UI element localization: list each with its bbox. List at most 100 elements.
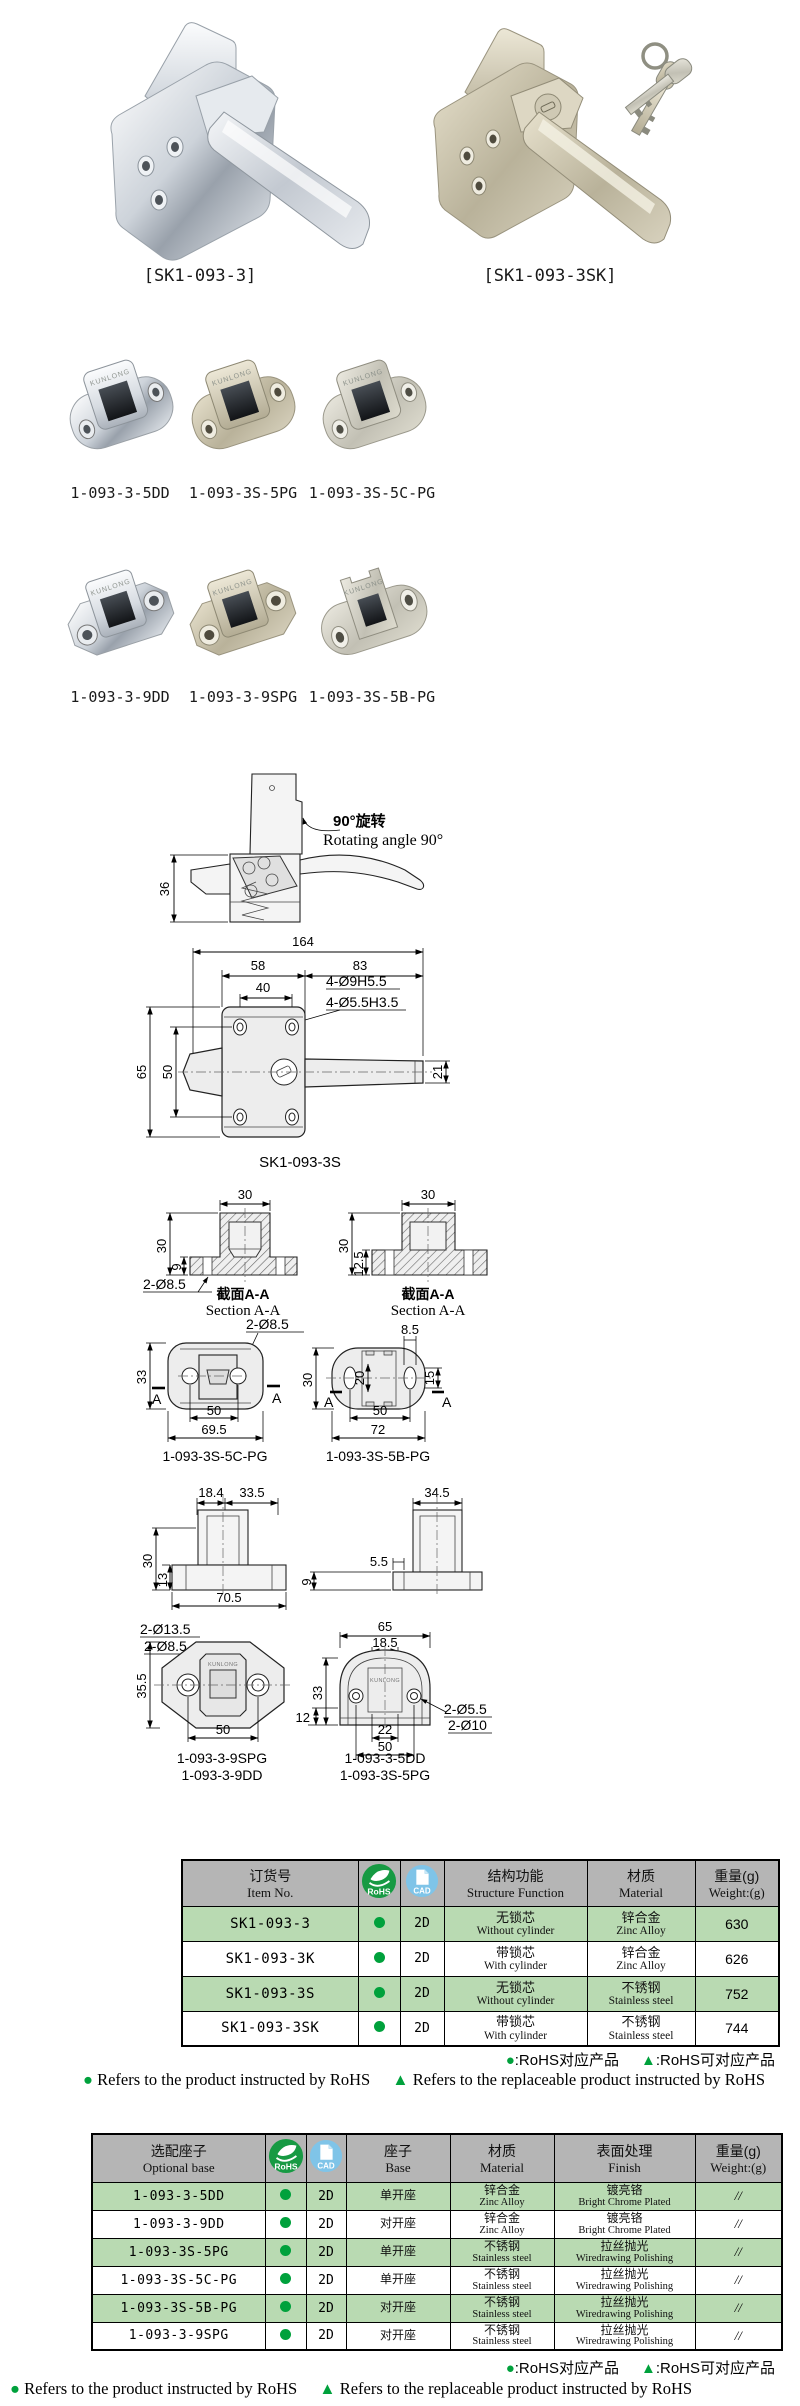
sec1-dim-9: 9: [169, 1263, 184, 1270]
d2-dim-30: 30: [300, 1373, 315, 1387]
col-cad: CAD: [399, 1859, 445, 1907]
rohs-legend-en-2: ● Refers to the product instructed by Ro…: [10, 2379, 693, 2398]
cell-rohs: [357, 2010, 401, 2047]
cell-base-type: 单开座: [345, 2181, 451, 2211]
drawing-side-5c: 18.4 33.5 30 13 70.5: [140, 1485, 287, 1610]
f1-label-2: 1-093-3-9DD: [182, 1767, 263, 1783]
latch-with-keys-illustration: [433, 28, 693, 244]
d2-mark-a-left: A: [324, 1394, 334, 1410]
product-label-sk1-093-3sk: [SK1-093-3SK]: [483, 266, 617, 286]
cell-cad: 2D: [305, 2209, 347, 2239]
d1-dim-69.5: 69.5: [201, 1422, 226, 1437]
cell-weight: //: [694, 2237, 783, 2267]
e1-dim-13: 13: [155, 1573, 170, 1587]
rohs-icon: RoHS: [268, 2138, 303, 2173]
base-label-3s-5c-pg: 1-093-3S-5C-PG: [308, 484, 436, 502]
d1-dim-50: 50: [207, 1403, 221, 1418]
sec1-holes-callout: 2-Ø8.5: [143, 1276, 186, 1292]
callout-4-o5.5h3.5: 4-Ø5.5H3.5: [326, 994, 399, 1010]
base-label-3s-5b-pg: 1-093-3S-5B-PG: [308, 688, 436, 706]
rohs-dot: [373, 1951, 385, 1963]
f2-label-2: 1-093-3S-5PG: [340, 1767, 430, 1783]
cell-weight: //: [694, 2209, 783, 2239]
e1-dim-18.4: 18.4: [198, 1485, 223, 1500]
latch-illustration: [110, 22, 370, 261]
base-photo-9spg: KUNLONG: [189, 569, 297, 656]
dim-65: 65: [134, 1065, 149, 1079]
drawing-base-3s-5c-pg: 2-Ø8.5 33 A A 50 69.5 1-093-3S-5C-PG: [134, 1316, 304, 1464]
cell-base-type: 对开座: [345, 2209, 451, 2239]
dim-21: 21: [430, 1065, 445, 1079]
f2-dim-18.5: 18.5: [372, 1635, 397, 1650]
base-photo-3s-5pg: KUNLONG: [191, 359, 296, 450]
cad-icon: CAD: [309, 2139, 343, 2172]
f2-dim-12: 12: [296, 1710, 310, 1725]
cell-item: SK1-093-3: [181, 1905, 359, 1942]
section-label-cn: 截面A-A: [402, 1286, 455, 1302]
col-cad: CAD: [305, 2133, 347, 2183]
cell-base-type: 对开座: [345, 2321, 451, 2351]
base-photo-3s-5c-pg: KUNLONG: [322, 359, 427, 450]
cell-base-type: 单开座: [345, 2265, 451, 2295]
cell-weight: 626: [694, 1940, 780, 1977]
f2-label-1: 1-093-3-5DD: [345, 1750, 426, 1766]
callout-4-o9h5.5: 4-Ø9H5.5: [326, 973, 387, 989]
d1-mark-a-right: A: [272, 1390, 282, 1406]
section-label-en: Section A-A: [391, 1303, 466, 1319]
cell-item: SK1-093-3SK: [181, 2010, 359, 2047]
rohs-dot: [280, 2328, 291, 2340]
d1-mark-a-left: A: [152, 1391, 162, 1407]
cell-weight: //: [694, 2265, 783, 2295]
cell-rohs: [264, 2293, 307, 2323]
col-rohs: RoHS: [357, 1859, 401, 1907]
rohs-dot: [280, 2301, 291, 2312]
cell-base-type: 单开座: [345, 2237, 451, 2267]
cell-cad: 2D: [305, 2265, 347, 2295]
sec2-dim-30-left: 30: [336, 1239, 351, 1253]
d2-dim-15: 15: [422, 1371, 437, 1385]
cell-cad: 2D: [399, 1940, 445, 1977]
rohs-dot: [280, 2245, 291, 2256]
section-label-en: Section A-A: [206, 1303, 281, 1319]
cell-rohs: [357, 1905, 401, 1942]
cell-item: 1-093-3S-5PG: [91, 2237, 266, 2267]
e2-dim-34.5: 34.5: [424, 1485, 449, 1500]
drawing-section-aa-right: 30 30 12.5 截面A-A Section A-A: [336, 1187, 488, 1319]
sec2-dim-12.5: 12.5: [351, 1251, 366, 1276]
drawing-title-sk1-093-3s: SK1-093-3S: [259, 1154, 341, 1171]
cell-weight: //: [694, 2293, 783, 2323]
e1-dim-70.5: 70.5: [216, 1590, 241, 1605]
rotate-note-cn: 90°旋转: [333, 812, 386, 830]
rohs-dot: [280, 2273, 291, 2284]
technical-drawings: 36 90°旋转 Rotating angle 90° 164 58 83 40…: [134, 773, 492, 1783]
rohs-dot: [373, 2021, 385, 2033]
f2-dim-22: 22: [378, 1722, 392, 1737]
d2-dim-50: 50: [373, 1403, 387, 1418]
base-label-5dd: 1-093-3-5DD: [70, 484, 170, 502]
f1-callout-13.5: 2-Ø13.5: [140, 1621, 191, 1637]
rohs-legend-cn-2: ●:RoHS对应产品▲:RoHS可对应产品: [505, 2360, 775, 2377]
drawing-top-view: 164 58 83 40 4-Ø9H5.5 4-Ø5.5H3.5: [134, 934, 450, 1171]
d2-dim-20: 20: [352, 1371, 367, 1385]
rohs-legend-cn-1: ●:RoHS对应产品▲:RoHS可对应产品: [505, 2052, 775, 2069]
